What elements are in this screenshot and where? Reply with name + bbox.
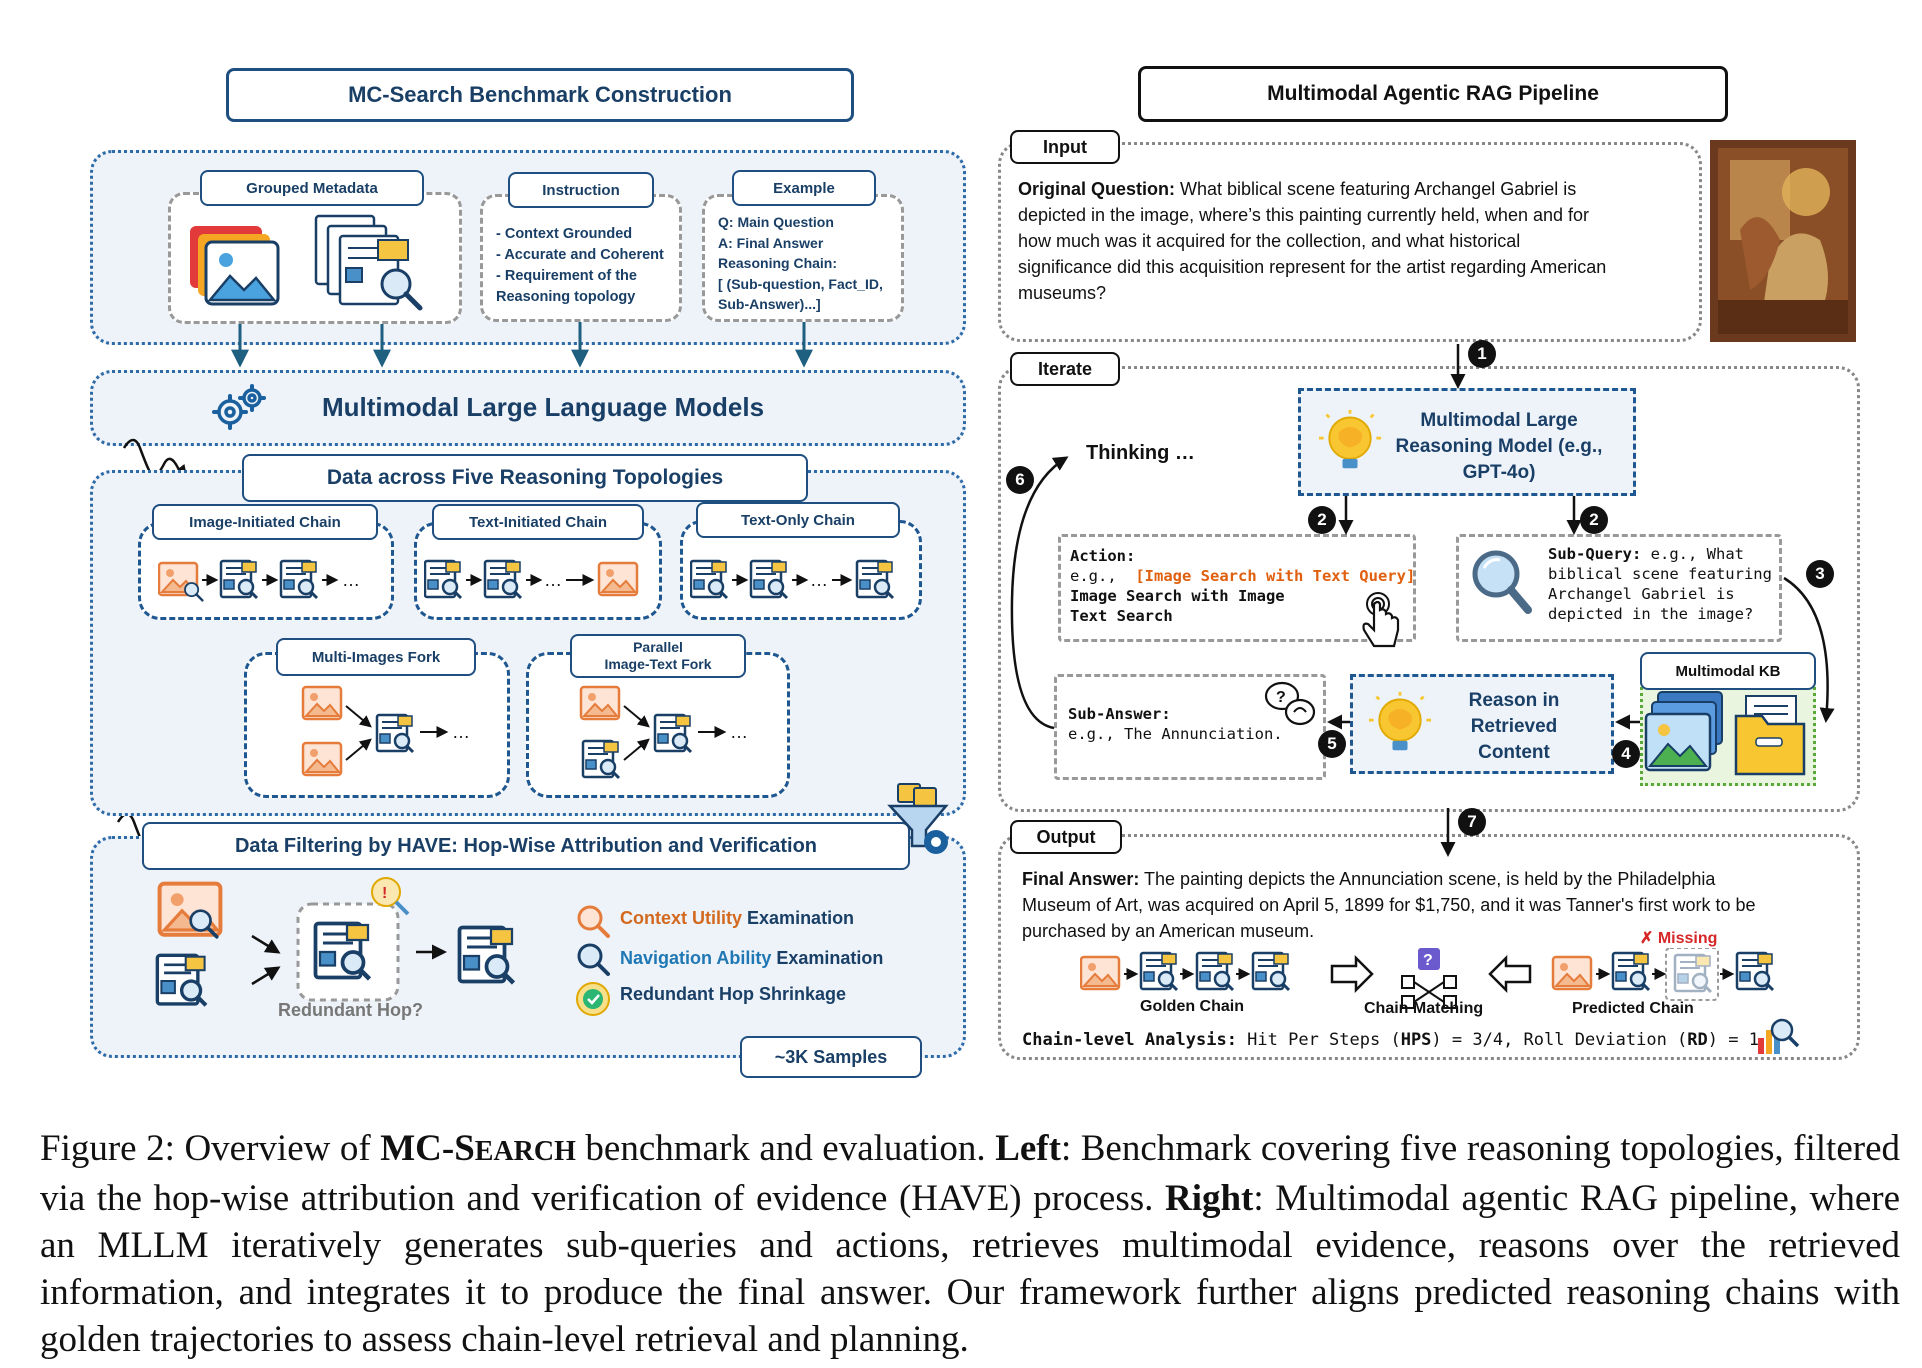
reason-title: Reason in Retrieved Content	[1468, 690, 1560, 763]
right-panel-title: Multimodal Agentic RAG Pipeline	[1138, 66, 1728, 122]
kb-images-folder-icon	[1644, 691, 1806, 776]
output-section	[998, 834, 1860, 1060]
missing-label: ✗ Missing	[1640, 930, 1718, 947]
filter-funnel-icon	[887, 783, 949, 854]
gears-icon	[212, 384, 266, 430]
svg-text:…: …	[544, 570, 562, 590]
kb-label: Multimodal KB	[1640, 652, 1816, 690]
step-badge: 5	[1318, 730, 1346, 758]
final-answer: Final Answer: The painting depicts the A…	[1022, 869, 1756, 941]
golden-chain-label: Golden Chain	[1140, 998, 1244, 1015]
subquery-text: Sub-Query: e.g., What biblical scene fea…	[1548, 545, 1772, 623]
redundant-hop-label: Redundant Hop?	[278, 1000, 423, 1020]
svg-text:?: ?	[1276, 689, 1286, 706]
benchmark-name: MC-SEARCH	[380, 1128, 576, 1169]
chain-matching-label: Chain Matching	[1364, 1000, 1484, 1017]
document-stack-icon	[314, 214, 423, 311]
topologies-title: Data across Five Reasoning Topologies	[242, 454, 808, 502]
thinking-label: Thinking …	[1086, 442, 1195, 464]
step-badge: 6	[1006, 466, 1034, 494]
svg-text:?: ?	[1423, 952, 1433, 969]
multi-images-fork-label: Multi-Images Fork	[276, 638, 476, 676]
filtering-title: Data Filtering by HAVE: Hop-Wise Attribu…	[142, 822, 910, 870]
svg-text:…: …	[810, 570, 828, 590]
step-badge: 7	[1458, 808, 1486, 836]
figure-caption: Figure 2: Overview of MC-SEARCH benchmar…	[40, 1128, 1900, 1360]
svg-text:…: …	[730, 722, 748, 742]
qa-bubbles-icon: ?	[1264, 681, 1316, 726]
predicted-chain-label: Predicted Chain	[1572, 1000, 1694, 1017]
subanswer-text: Sub-Answer: e.g., The Annunciation.	[1068, 705, 1283, 743]
text-only-chain-diagram: …	[690, 559, 895, 600]
navigation-ability-icon	[577, 943, 610, 976]
iterate-label: Iterate	[1010, 352, 1120, 386]
input-label: Input	[1010, 130, 1120, 164]
svg-text:…: …	[452, 722, 470, 742]
multi-images-fork-diagram: …	[301, 685, 470, 777]
parallel-fork-label: Parallel Image-Text Fork	[570, 634, 746, 678]
text-initiated-chain-label: Text-Initiated Chain	[432, 504, 644, 540]
redundant-shrinkage-label: Redundant Hop Shrinkage	[620, 984, 847, 1004]
step-badge: 4	[1612, 740, 1640, 768]
instruction-text: - Context Grounded - Accurate and Cohere…	[496, 226, 664, 305]
text-only-chain-label: Text-Only Chain	[696, 502, 900, 538]
context-utility-icon	[577, 905, 610, 938]
svg-text:!: !	[382, 885, 387, 902]
action-box	[1058, 534, 1416, 642]
image-initiated-chain-label: Image-Initiated Chain	[152, 504, 378, 540]
input-section	[998, 142, 1702, 342]
chain-matching-diagram: ?	[1080, 948, 1775, 1009]
filtering-section	[90, 836, 966, 1058]
navigation-ability-label: Navigation Ability Examination	[620, 948, 884, 968]
mllm-title: Multimodal Large Language Models	[322, 392, 765, 422]
mllm-box	[90, 370, 966, 446]
left-panel-title: MC-Search Benchmark Construction	[226, 68, 854, 122]
original-question: Original Question: What biblical scene f…	[1018, 179, 1607, 303]
chain-level-analysis: Chain-level Analysis: Hit Per Steps (HPS…	[1022, 1030, 1759, 1050]
check-badge-icon	[576, 982, 610, 1016]
step-badge: 1	[1468, 340, 1496, 368]
step-badge: 2	[1308, 506, 1336, 534]
parallel-fork-diagram: …	[579, 685, 748, 780]
action-text: Action: e.g., [Image Search with Text Qu…	[1070, 547, 1416, 625]
squiggle-arrow-icon	[122, 438, 188, 481]
step-badge: 2	[1580, 506, 1608, 534]
instruction-label: Instruction	[508, 172, 654, 208]
magnifier-icon	[1472, 550, 1532, 614]
output-label: Output	[1010, 820, 1122, 854]
redundant-hop-diagram: !	[154, 877, 554, 1026]
samples-badge: ~3K Samples	[740, 1036, 922, 1078]
text-initiated-chain-diagram: …	[424, 559, 639, 600]
example-label: Example	[732, 170, 876, 206]
context-utility-label: Context Utility Examination	[620, 908, 855, 928]
grouped-metadata-label: Grouped Metadata	[200, 170, 424, 206]
mlrm-title: Multimodal Large Reasoning Model (e.g., …	[1395, 410, 1603, 483]
svg-text:…: …	[342, 570, 360, 590]
step-badge: 3	[1806, 560, 1834, 588]
annunciation-painting	[1710, 140, 1856, 342]
example-box	[702, 194, 904, 322]
image-stack-icon	[190, 226, 280, 306]
image-initiated-chain-diagram: …	[158, 559, 360, 602]
example-text: Q: Main Question A: Final Answer Reasoni…	[718, 214, 883, 312]
analysis-chart-icon	[1758, 1018, 1800, 1054]
hand-click-icon	[1362, 592, 1400, 648]
